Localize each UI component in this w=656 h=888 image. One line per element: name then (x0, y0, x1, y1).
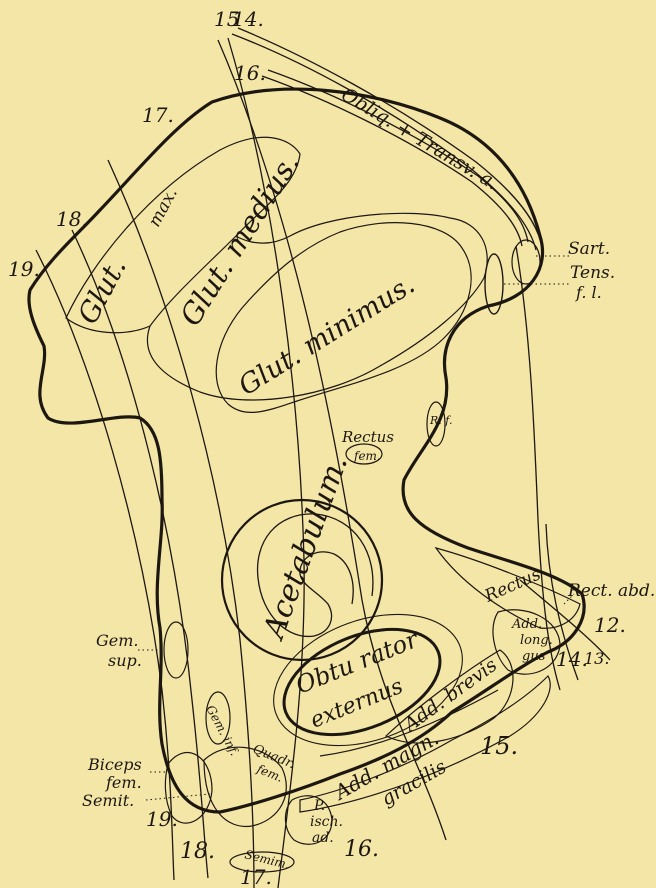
label-rect-abd: Rect. abd. (567, 581, 655, 601)
label-18-left: 18. (56, 207, 88, 231)
obliquus-layer-4 (268, 70, 528, 242)
label-rectus-fem-a: Rectus (341, 428, 394, 446)
label-p-isch-c: ad. (312, 830, 334, 846)
label-add-brevis: Add. brevis (398, 654, 501, 737)
label-semit: Semit. (82, 791, 134, 810)
gem-sup-outline (164, 622, 188, 678)
leader-semit (146, 794, 210, 800)
label-add-long-b: long. (520, 633, 553, 648)
label-15-bottom: 15. (480, 732, 518, 760)
label-r-small: R. f. (429, 414, 452, 427)
label-14-right: 14. (556, 647, 588, 671)
label-19-bottom: 19. (146, 807, 178, 831)
label-16-bottom: 16. (344, 837, 379, 862)
label-rectus-fem-b: fem. (353, 449, 381, 463)
label-tens-b: f. l. (575, 283, 602, 302)
label-add-long-c: gus (522, 649, 546, 664)
label-biceps-a: Biceps (87, 755, 142, 774)
label-17-bottom: 17. (240, 865, 272, 888)
obliquus-layer-2 (238, 28, 542, 248)
label-glut-minimus: Glut. minimus. (233, 269, 420, 402)
label-16-top: 16. (234, 61, 266, 85)
section-line-19 (36, 250, 174, 880)
label-14-top: 14. (232, 7, 264, 31)
label-add-long-a: Add. (511, 617, 542, 632)
label-biceps-b: fem. (105, 773, 142, 792)
label-sart: Sart. (568, 239, 610, 259)
label-18-bottom: 18. (180, 839, 215, 864)
label-rectus-lower: Rectus (481, 564, 544, 607)
label-12: 12. (594, 613, 626, 637)
label-tens-a: Tens. (570, 263, 615, 283)
label-glut-medius: Glut. medius. (173, 147, 306, 332)
label-gem-sup-a: Gem. (96, 631, 139, 650)
label-acetabulum: Acetabulum. (256, 451, 355, 646)
label-p-isch-a: P. (313, 798, 325, 814)
label-13: 13. (584, 649, 609, 668)
label-gem-sup-b: sup. (108, 651, 142, 670)
label-glut-max-b: max. (145, 185, 182, 231)
label-p-isch-b: isch. (310, 814, 343, 830)
obliquus-layer-1 (232, 34, 536, 250)
label-19-left: 19. (8, 257, 40, 281)
label-17-top: 17. (142, 103, 174, 127)
